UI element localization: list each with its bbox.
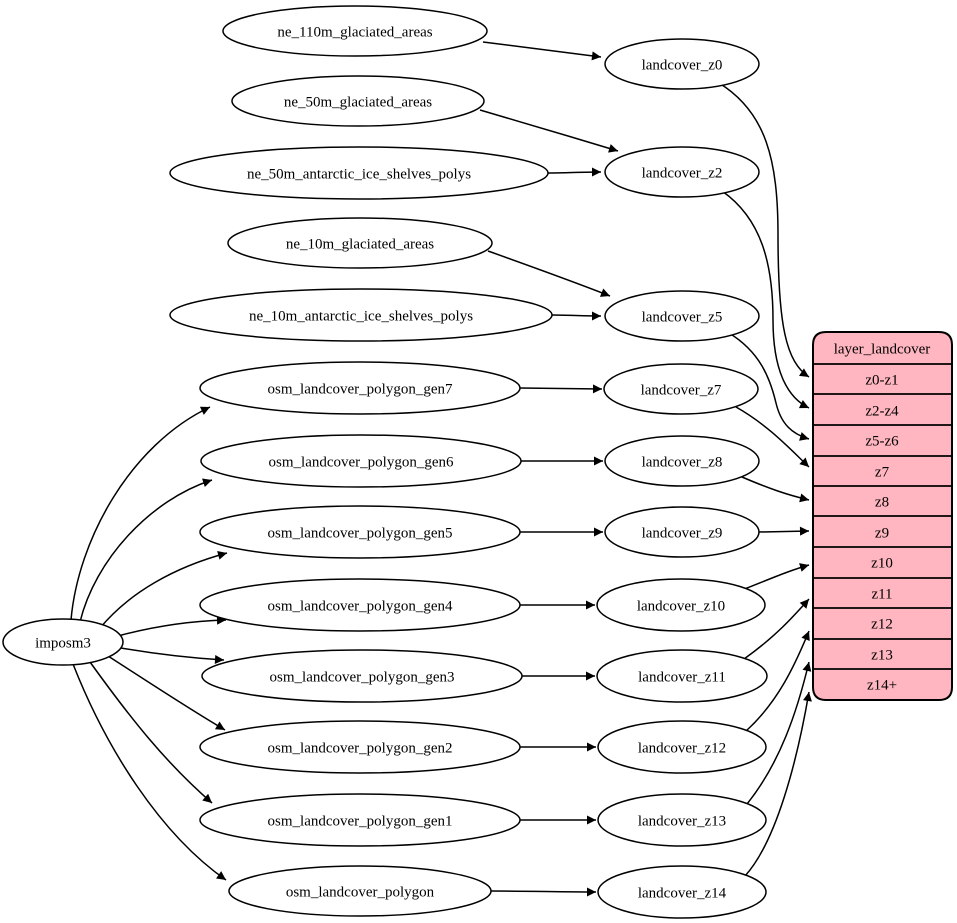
node-ne-10m-antarctic-ice-shelves-polys: ne_10m_antarctic_ice_shelves_polys bbox=[169, 288, 553, 342]
node-label: landcover_z7 bbox=[641, 382, 722, 398]
node-label: landcover_z13 bbox=[638, 813, 726, 829]
node-osm-landcover-polygon-gen5: osm_landcover_polygon_gen5 bbox=[199, 505, 521, 559]
edge-z10-row bbox=[741, 563, 810, 591]
node-landcover-z12: landcover_z12 bbox=[597, 720, 767, 774]
table-row-z9: z9 bbox=[875, 525, 889, 541]
edge-ne110m-z0 bbox=[482, 41, 602, 61]
node-label: osm_landcover_polygon_gen4 bbox=[268, 598, 453, 614]
edge-z0-row bbox=[718, 82, 810, 378]
node-osm-landcover-polygon-gen6: osm_landcover_polygon_gen6 bbox=[200, 434, 522, 488]
edges bbox=[70, 41, 812, 897]
table-row-z10: z10 bbox=[871, 555, 893, 571]
node-label: osm_landcover_polygon_gen6 bbox=[269, 454, 454, 470]
edge-z9-row bbox=[758, 526, 810, 536]
node-label: osm_landcover_polygon_gen5 bbox=[268, 525, 453, 541]
edge-ne10m-glaciated-z5 bbox=[487, 250, 611, 297]
node-label: osm_landcover_polygon_gen7 bbox=[268, 381, 453, 397]
node-label: landcover_z10 bbox=[637, 598, 725, 614]
node-imposm3: imposm3 bbox=[2, 618, 124, 666]
table-row-z11: z11 bbox=[871, 586, 892, 602]
node-osm-landcover-polygon-gen2: osm_landcover_polygon_gen2 bbox=[199, 720, 521, 774]
edge-imposm3-gen2 bbox=[107, 655, 226, 731]
node-label: landcover_z12 bbox=[638, 740, 726, 756]
node-landcover-z7: landcover_z7 bbox=[603, 363, 759, 415]
edge-imposm3-gen5 bbox=[99, 550, 228, 629]
table-title: layer_landcover bbox=[834, 341, 931, 357]
table-row-z2-z4: z2-z4 bbox=[865, 403, 899, 419]
node-label: landcover_z11 bbox=[638, 669, 726, 685]
node-osm-landcover-polygon-gen4: osm_landcover_polygon_gen4 bbox=[199, 578, 521, 632]
layer-landcover-table: layer_landcover z0-z1 z2-z4 z5-z6 z7 z8 … bbox=[812, 331, 953, 701]
edge-ne50m-antarctic-z2 bbox=[547, 167, 602, 177]
edge-ne10m-antarctic-z5 bbox=[551, 311, 602, 321]
node-landcover-z13: landcover_z13 bbox=[597, 793, 767, 847]
edge-z11-row bbox=[743, 598, 810, 660]
node-label: landcover_z0 bbox=[642, 57, 723, 73]
node-ne-50m-antarctic-ice-shelves-polys: ne_50m_antarctic_ice_shelves_polys bbox=[169, 146, 549, 200]
node-label: osm_landcover_polygon_gen2 bbox=[268, 740, 453, 756]
node-osm-landcover-polygon-gen3: osm_landcover_polygon_gen3 bbox=[201, 649, 523, 703]
nodes: imposm3 ne_110m_glaciated_areas ne_50m_g… bbox=[2, 5, 768, 919]
table-row-z8: z8 bbox=[875, 494, 889, 510]
table-row-z0-z1: z0-z1 bbox=[865, 372, 898, 388]
node-label: osm_landcover_polygon bbox=[286, 884, 435, 900]
node-ne-110m-glaciated-areas: ne_110m_glaciated_areas bbox=[222, 5, 488, 57]
table-row-z14plus: z14+ bbox=[867, 677, 897, 693]
node-label: osm_landcover_polygon_gen3 bbox=[270, 669, 455, 685]
node-landcover-z8: landcover_z8 bbox=[604, 435, 760, 487]
edge-z13-row bbox=[746, 661, 812, 805]
node-label: landcover_z5 bbox=[642, 309, 723, 325]
node-label: ne_10m_glaciated_areas bbox=[286, 236, 434, 252]
edge-imposm3-gen3 bbox=[120, 647, 225, 664]
edge-z7-row bbox=[735, 406, 810, 468]
edge-z2-row bbox=[721, 190, 810, 409]
edge-z5-row bbox=[728, 332, 810, 441]
node-landcover-z9: landcover_z9 bbox=[604, 506, 760, 558]
node-landcover-z14: landcover_z14 bbox=[597, 865, 767, 919]
node-label: ne_110m_glaciated_areas bbox=[277, 24, 432, 40]
edge-imposm3-polygon bbox=[72, 663, 227, 881]
imposm3-label: imposm3 bbox=[35, 635, 91, 651]
node-label: osm_landcover_polygon_gen1 bbox=[268, 813, 453, 829]
edge-polygon-z14 bbox=[490, 887, 597, 897]
edge-gen7-z7 bbox=[519, 384, 603, 394]
node-label: ne_10m_antarctic_ice_shelves_polys bbox=[249, 308, 473, 324]
node-ne-50m-glaciated-areas: ne_50m_glaciated_areas bbox=[231, 75, 485, 127]
table-row-z13: z13 bbox=[871, 647, 893, 663]
node-osm-landcover-polygon-gen1: osm_landcover_polygon_gen1 bbox=[199, 793, 521, 847]
edge-imposm3-gen1 bbox=[89, 661, 213, 804]
imposm3-ellipse bbox=[2, 618, 124, 666]
node-osm-landcover-polygon: osm_landcover_polygon bbox=[228, 865, 492, 917]
edge-z12-row bbox=[745, 630, 810, 732]
edge-imposm3-gen7 bbox=[70, 406, 211, 621]
node-label: landcover_z2 bbox=[642, 165, 723, 181]
table-row-z5-z6: z5-z6 bbox=[865, 433, 899, 449]
edge-imposm3-gen6 bbox=[79, 478, 213, 623]
node-osm-landcover-polygon-gen7: osm_landcover_polygon_gen7 bbox=[199, 361, 521, 415]
edge-ne50m-glaciated-z2 bbox=[479, 109, 619, 153]
node-label: ne_50m_glaciated_areas bbox=[284, 94, 432, 110]
node-landcover-z2: landcover_z2 bbox=[604, 146, 760, 198]
node-landcover-z11: landcover_z11 bbox=[596, 649, 768, 703]
node-label: landcover_z14 bbox=[638, 885, 727, 901]
node-landcover-z10: landcover_z10 bbox=[596, 578, 766, 632]
node-landcover-z5: landcover_z5 bbox=[604, 290, 760, 342]
edge-z8-row bbox=[741, 476, 810, 503]
node-landcover-z0: landcover_z0 bbox=[604, 38, 760, 90]
table-row-z7: z7 bbox=[875, 464, 890, 480]
node-label: landcover_z8 bbox=[642, 454, 723, 470]
node-ne-10m-glaciated-areas: ne_10m_glaciated_areas bbox=[227, 217, 493, 269]
edge-imposm3-gen4 bbox=[117, 615, 227, 637]
edge-z14-row bbox=[744, 691, 812, 877]
table-row-z12: z12 bbox=[871, 616, 893, 632]
node-label: ne_50m_antarctic_ice_shelves_polys bbox=[247, 166, 471, 182]
node-label: landcover_z9 bbox=[642, 525, 723, 541]
